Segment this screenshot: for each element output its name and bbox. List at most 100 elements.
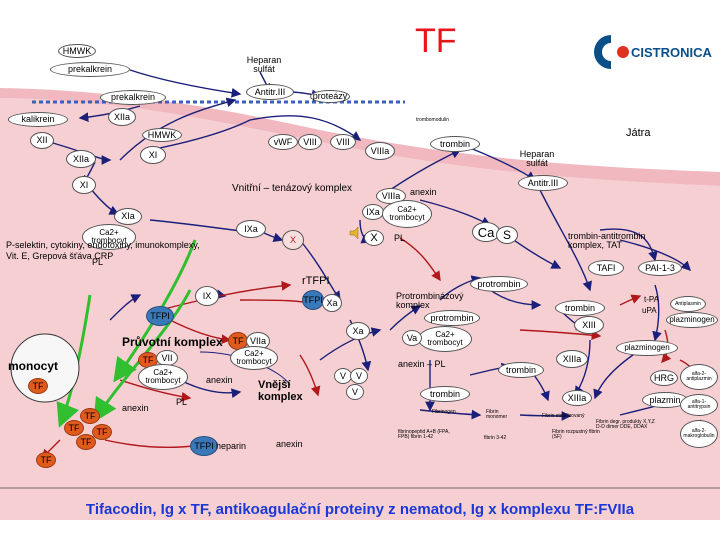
node-s: S [496,226,518,244]
node-xia: XIa [114,208,142,225]
caption: Tifacodin, Ig x TF, antikoagulační prote… [85,501,635,518]
node-antitr-iii-top: Antitr.III [246,84,294,100]
node-vwf: vWF [268,134,298,150]
node-ca2-trombocyt-prot: Ca2+ trombocyt [418,326,472,352]
label-pl-bottom: PL [176,397,188,407]
node-xiia-top: XIIa [108,108,136,126]
node-xi-upper: XI [140,146,166,164]
node-vii-left: VII [156,350,178,366]
node-proteazy: proteázy [310,90,350,103]
label-fibrinopeptid: fibrinopeptid A+B (FPA, FPB) fibrin 1-42 [398,429,450,441]
node-xa-right: Xa [322,294,342,312]
vessel-wall-upper [0,88,720,186]
label-fibrin-degradation: Fibrin degr. produkty X,Y,Z D-D dimer DD… [596,419,655,431]
label-fibrin-soluble: Fibrin rozpustný fibrin (SF) [552,429,600,441]
label-pruvotni-komplex: Průvotní komplex [122,335,223,349]
node-tfpi-right: TFPI [302,290,324,310]
cistronica-logo: CISTRONICA [593,32,712,77]
node-ix-mid: IX [195,286,219,306]
node-ca2-trombocyt-left: Ca2+ trombocyt [82,224,136,250]
node-va: Va [402,330,422,346]
node-trombin-bottom: trombin [420,386,470,402]
node-trombin-low: trombin [498,362,544,378]
speaker-icon [349,226,359,240]
label-upa: uPA [642,306,657,315]
node-ca2-trombocyt-complex: Ca2+ trombocyt [382,200,432,228]
label-heparin: heparin [216,441,247,451]
node-xii: XII [30,132,54,149]
node-protrombin-mid: protrombin [424,310,480,326]
label-jatra: Játra [626,127,651,139]
node-tf-b3: TF [92,424,112,440]
node-v-two: V [350,368,368,384]
node-trombin-mid: trombin [555,300,605,316]
label-vnejsi-komplex: Vnější komplex [258,379,303,403]
label-p-selektin: P-selektin, cytokiny, endotoxiny, imunok… [6,240,200,261]
label-fibrin-342: fibrin 3-42 [484,435,507,441]
label-fibrin-stabilized: Fibrin stabilizovaný [542,413,585,419]
node-xi: XI [72,176,96,194]
node-alfa2-antiplazmin: alfa-2-antiplazmin [680,364,718,390]
node-antitr-iii-right: Antitr.III [518,175,568,191]
node-trombin-top: trombin [430,136,480,152]
node-pai: PAI-1-3 [638,260,682,276]
node-ca2-trombocyt-bottom: Ca2+ trombocyt [138,364,188,390]
label-pl-left: PL [92,257,104,267]
node-xa-complex: Xa [346,322,370,340]
node-xiii: XIII [574,316,604,334]
node-x-left: X [282,230,304,250]
node-tf-monocyte: TF [28,378,48,394]
node-xiiia-low: XIIIa [562,390,592,406]
logo-text: CISTRONICA [631,45,712,60]
label-vnitrni-tenazovy-komplex: Vnitřní – tenázový komplex [232,183,353,194]
label-anexin-pl: anexin – PL [398,359,446,369]
vessel-wall [0,98,720,520]
label-rtfpi: rTFPI [302,275,330,287]
node-ca: Ca [472,222,500,242]
node-tafi: TAFI [588,260,624,276]
label-trombomodulin: trombomodulin [416,117,450,123]
label-heparan-sulfat-right: Heparan sulfát [519,149,555,169]
node-tf-b4: TF [76,434,96,450]
cistronica-logo-icon [594,35,631,69]
label-heparan-sulfat-top: Heparan sulfát [246,55,282,75]
node-plazminogen-right: plazminogen [666,312,718,328]
label-fibrin-monomer: Fibrin monomer [486,409,508,421]
node-hmwk-top: HMWK [58,44,96,58]
label-pl-complex: PL [394,233,406,243]
node-protrombin-top: protrombin [470,276,528,292]
label-anexin-mid: anexin [206,375,233,385]
node-prekalkrein-top: prekalkrein [50,62,130,77]
node-viii-a: VIII [298,134,322,150]
label-anexin-top: anexin [410,187,437,197]
node-xiiia: XIIIa [556,350,588,368]
label-trombin-antitrombin: trombin-antitrombin komplex, TAT [568,231,646,251]
node-viiia: VIIIa [365,142,395,160]
label-tpa: t-PA [644,295,659,304]
node-tf-b2: TF [64,420,84,436]
label-anexin-bottom: anexin [276,439,303,449]
node-tf-b1: TF [80,408,100,424]
node-ca2-trombocyt-pruv: Ca2+ trombocyt [230,346,278,370]
node-viia-pruvotni: VIIa [246,332,270,350]
node-tfpi-bottom: TFPI [190,436,218,456]
page-title: TF [415,22,457,60]
node-alfa1-antitrypsin: alfa-1-antitrypsin [680,394,718,416]
node-alfa2-makroglobulin: alfa-2-makroglobulin [680,420,718,448]
label-protrombinazovy-komplex: Protrombinázový komplex [396,291,464,311]
node-tfpi-left: TFPI [146,306,174,326]
node-ixa-left: IXa [236,220,266,238]
node-anti-plasmin: Antiplasmin [670,296,706,312]
label-fibrinogen: Fibrinogen [432,409,456,415]
node-viii-b: VIII [330,134,356,150]
node-plazminogen-mid: plazminogen [616,340,678,356]
node-ixa-complex: IXa [362,204,384,220]
label-monocyt: monocyt [8,359,59,373]
node-x-complex: X [364,230,384,246]
node-hrg: HRG [650,370,678,386]
node-xiia-left: XIIa [66,150,96,168]
node-kalikrein: kalikrein [8,112,68,127]
node-v-three: V [346,384,364,400]
